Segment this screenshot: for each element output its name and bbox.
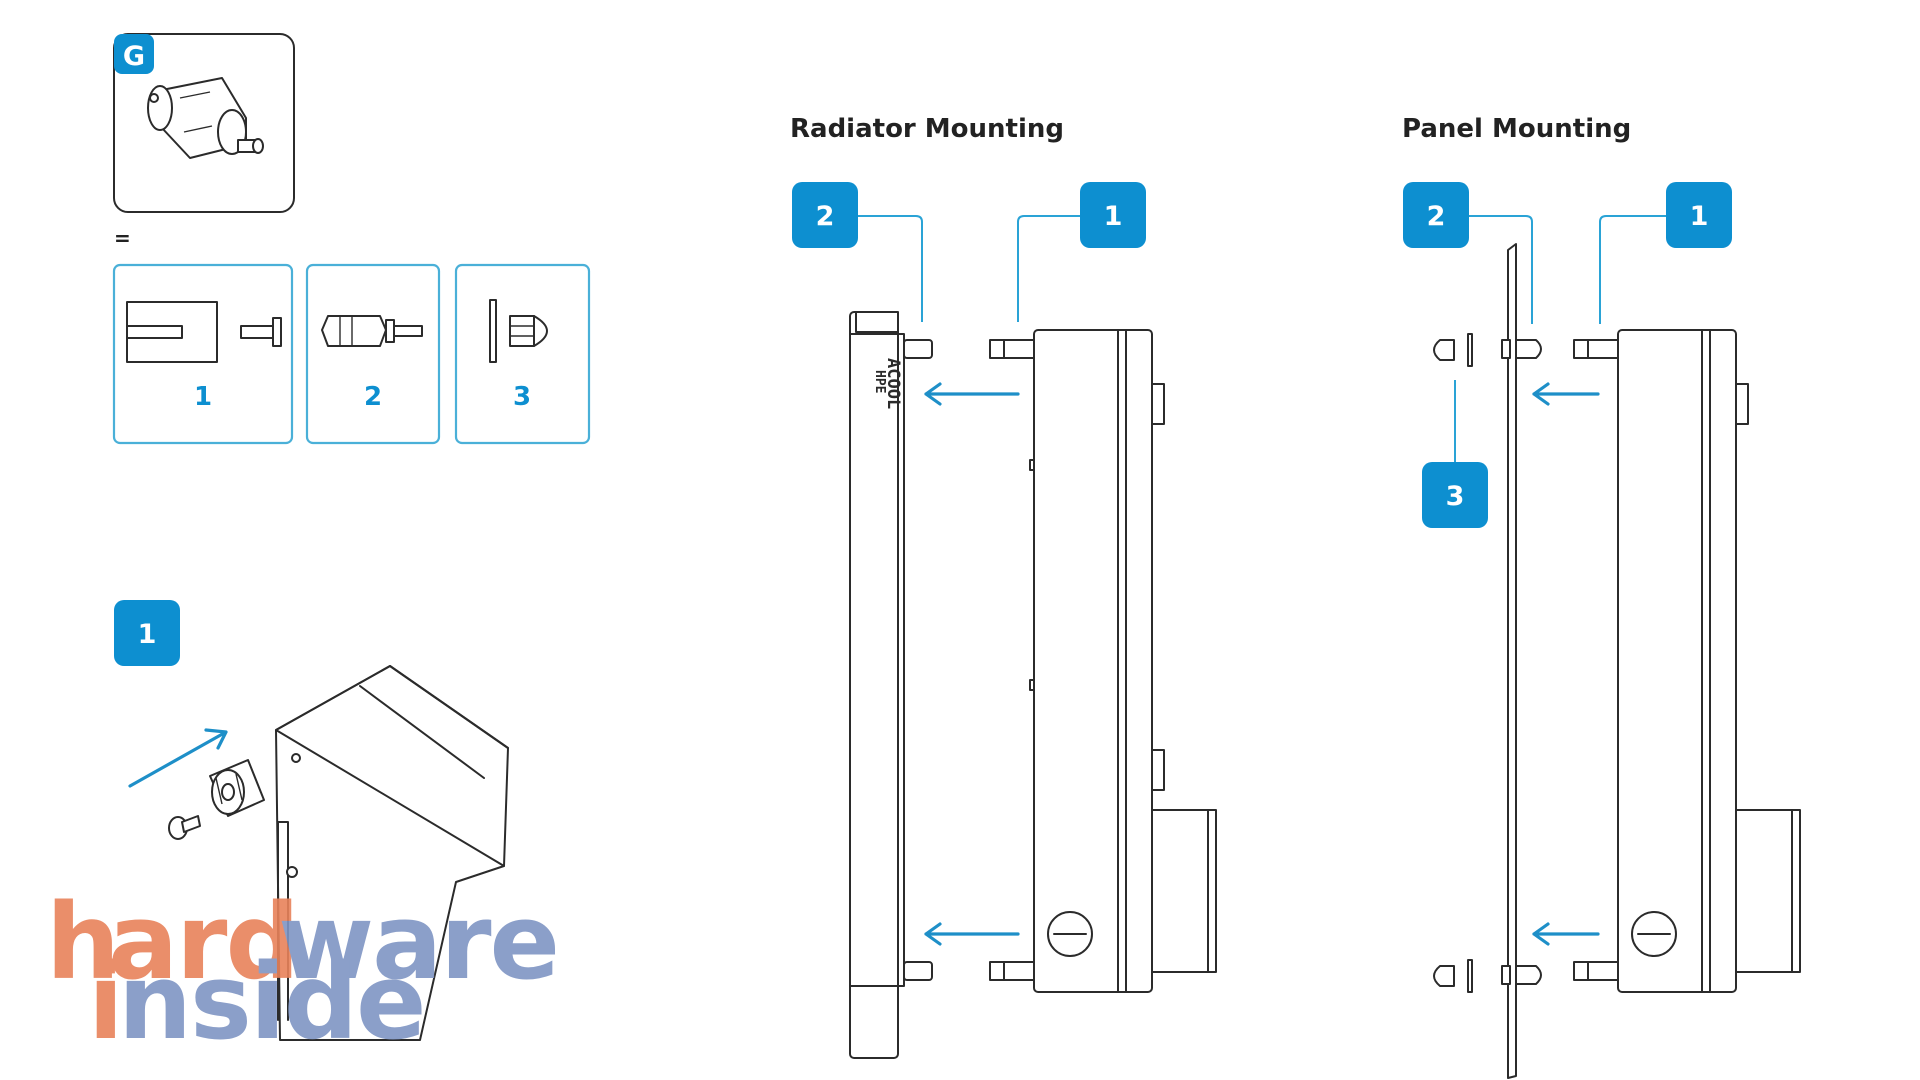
screw-small-icon (168, 815, 201, 840)
radiator-brand-2: ACOOL (883, 358, 903, 409)
arrow-icon (924, 382, 1020, 406)
leader-line (1599, 215, 1666, 324)
arrow-icon (924, 922, 1020, 946)
spacer-insert-icon (209, 759, 265, 817)
part-number-3: 3 (513, 382, 531, 412)
svg-text:ard: ard (108, 881, 298, 1003)
pump-side-panel (1573, 329, 1801, 993)
watermark-logo: h ard ware i nside (46, 881, 560, 1063)
svg-text:1: 1 (138, 619, 157, 650)
radiator-badge-2: 2 (792, 182, 858, 248)
panel-plate (1507, 243, 1517, 1079)
kit-g-box: G (113, 33, 295, 213)
leader-line (1469, 215, 1533, 324)
panel-badge-1: 1 (1666, 182, 1732, 248)
standoff-icon (321, 315, 423, 347)
svg-text:i: i (88, 941, 122, 1063)
svg-text:h: h (46, 881, 118, 1003)
svg-text:2: 2 (1427, 201, 1446, 232)
screw-icon (126, 301, 282, 363)
pump-housing-iso (275, 665, 509, 1041)
step-badge-1: 1 (114, 600, 180, 666)
svg-text:G: G (123, 41, 145, 72)
nut-washer-icon (489, 299, 548, 363)
svg-text:2: 2 (816, 201, 835, 232)
svg-text:ware: ware (278, 881, 558, 1003)
radiator-side: HPE ACOOL (849, 311, 933, 1059)
svg-text:1: 1 (1104, 201, 1123, 232)
leader-line (858, 215, 923, 322)
part-box-2: 2 (305, 263, 441, 445)
panel-badge-2: 2 (1403, 182, 1469, 248)
kit-g-badge: G (114, 34, 154, 74)
arrow-icon (1532, 922, 1600, 946)
spacer-assembly-icon (147, 77, 264, 159)
panel-badge-3: 3 (1422, 462, 1488, 528)
radiator-mounting-title: Radiator Mounting (790, 114, 1064, 144)
part-box-1: 1 (112, 263, 294, 445)
radiator-badge-1: 1 (1080, 182, 1146, 248)
svg-text:nside: nside (118, 941, 425, 1063)
kit-equals: = (114, 226, 131, 250)
svg-text:3: 3 (1446, 481, 1465, 512)
svg-text:1: 1 (1690, 201, 1709, 232)
arrow-icon (128, 728, 228, 788)
panel-fasteners (1433, 333, 1542, 993)
part-box-3: 3 (454, 263, 591, 445)
part-number-2: 2 (364, 382, 382, 412)
radiator-brand: HPE (872, 370, 887, 393)
leader-line (1017, 215, 1080, 322)
panel-mounting-title: Panel Mounting (1402, 114, 1631, 144)
part-number-1: 1 (194, 382, 212, 412)
arrow-icon (1532, 382, 1600, 406)
pump-side-radiator (989, 329, 1217, 993)
